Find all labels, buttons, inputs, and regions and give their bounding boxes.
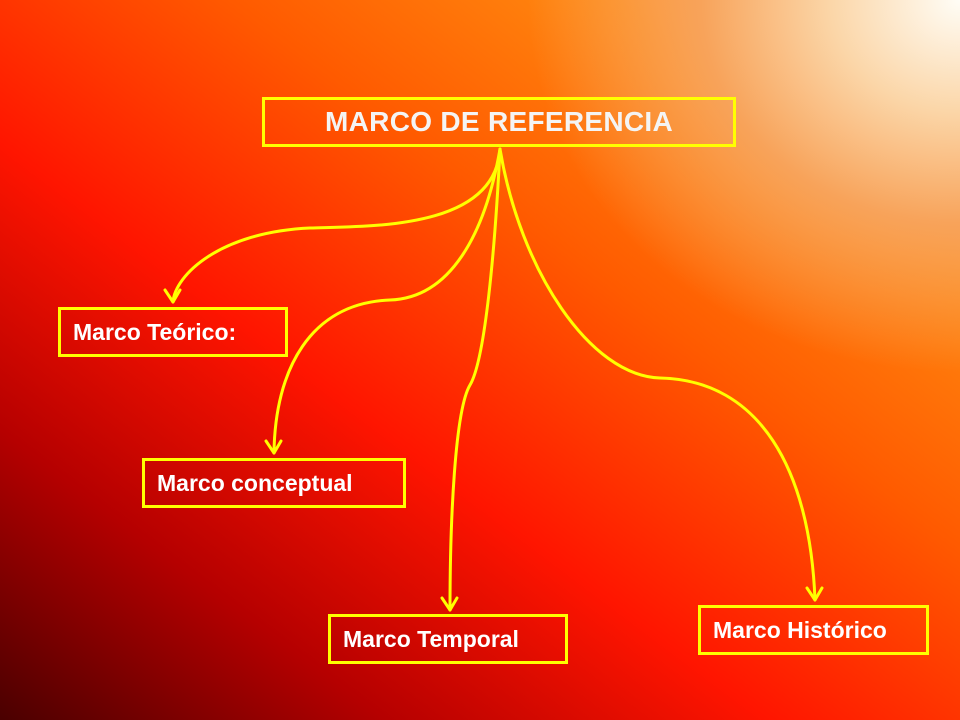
arrowhead-marco-historico [805,586,824,602]
arrowhead-marco-temporal [440,596,459,612]
node-label: Marco Teórico: [73,318,237,345]
connector-marco-historico [498,147,817,602]
arrowhead-marco-conceptual [264,439,283,455]
connector-marco-teorico [171,147,502,304]
root-node-label: MARCO DE REFERENCIA [325,106,673,137]
node-label: Marco Histórico [713,616,887,643]
connector-marco-temporal [448,147,502,612]
node-marco-conceptual: Marco conceptual [142,458,406,508]
node-label: Marco Temporal [343,625,519,652]
arrowhead-marco-teorico [163,288,182,304]
node-label: Marco conceptual [157,469,353,496]
node-marco-teorico: Marco Teórico: [58,307,288,357]
connector-marco-conceptual [272,147,502,455]
node-marco-temporal: Marco Temporal [328,614,568,664]
root-node-marco-de-referencia: MARCO DE REFERENCIA [262,97,736,147]
node-marco-historico: Marco Histórico [698,605,929,655]
